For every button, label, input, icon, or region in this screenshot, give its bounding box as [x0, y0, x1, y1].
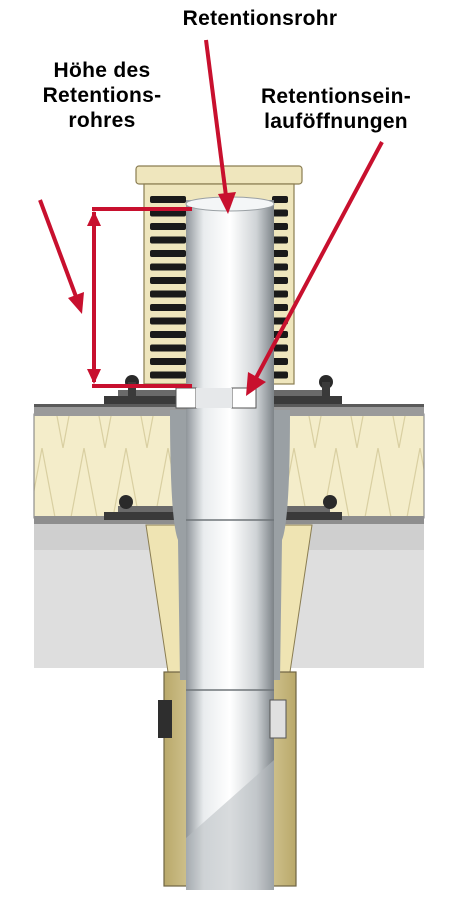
guard-slot	[272, 290, 288, 298]
guard-slot	[272, 277, 288, 284]
guard-slot	[272, 358, 288, 365]
guard-slot	[150, 304, 186, 311]
guard-slot	[272, 304, 288, 311]
inlet-opening-left	[175, 387, 197, 409]
label-inlet-openings: Retentionsein- lauföffnungen	[218, 84, 454, 134]
guard-slot	[150, 196, 186, 203]
label-pipe-height-line2: Retentions-	[42, 84, 162, 107]
guard-slot	[150, 277, 186, 284]
guard-slot	[150, 250, 186, 257]
guard-slot	[150, 290, 186, 298]
guard-slot	[150, 317, 186, 325]
guard-slot	[150, 371, 186, 379]
arrow-inlet-openings	[254, 141, 384, 379]
guard-slot	[272, 196, 288, 203]
label-pipe-height: Höhe des Retentions- rohres	[14, 58, 190, 133]
arrow-height	[38, 199, 80, 303]
guard-slot	[150, 223, 186, 230]
guard-slots	[150, 196, 288, 379]
guard-slot	[272, 250, 288, 257]
guard-slot	[150, 236, 186, 244]
guard-slot	[272, 209, 288, 217]
guard-slot	[150, 263, 186, 271]
arrow-retention-pipe	[204, 39, 228, 197]
guard-slot	[272, 371, 288, 379]
label-inlet-openings-line1: Retentionsein-	[260, 85, 412, 108]
guard-slot	[150, 344, 186, 352]
guard-slot	[150, 358, 186, 365]
label-pipe-height-line1: Höhe des	[53, 59, 151, 82]
retention-pipe	[185, 196, 275, 890]
label-retention-pipe: Retentionsrohr	[182, 7, 338, 30]
guard-slot	[150, 331, 186, 338]
guard-slot	[272, 236, 288, 244]
guard-slot	[272, 263, 288, 271]
guard-slot	[150, 209, 186, 217]
guard-slot	[272, 344, 288, 352]
label-pipe-height-line3: rohres	[68, 109, 136, 132]
label-inlet-openings-line2: lauföffnungen	[264, 110, 408, 133]
height-dimension	[92, 207, 192, 388]
guard-slot	[272, 223, 288, 230]
